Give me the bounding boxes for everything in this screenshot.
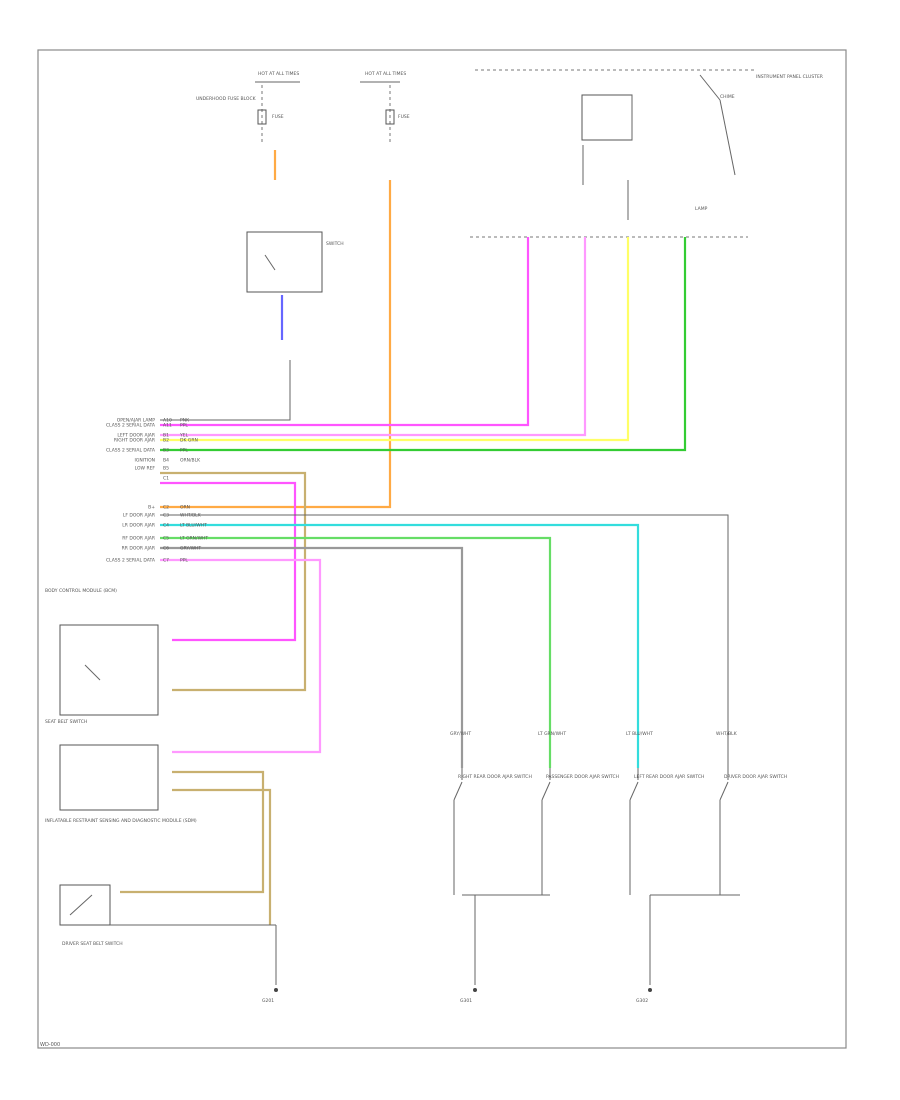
wire-pink-open-lamp xyxy=(160,237,530,427)
ground-label-g302: G302 xyxy=(636,998,648,1004)
wire-lightgreen-rf-door xyxy=(160,536,552,768)
bcm-pin-number: B1 xyxy=(163,433,169,439)
bcm-pin-number: C2 xyxy=(163,505,169,511)
left-modules: BODY CONTROL MODULE (BCM) SEAT BELT SWIT… xyxy=(45,588,278,1004)
bcm-pin-label: OPEN/AJAR LAMP xyxy=(117,418,156,424)
bcm-pin-number: C4 xyxy=(163,523,169,529)
ground-label-g301: G301 xyxy=(460,998,472,1004)
seat-switch-caption: SEAT BELT SWITCH xyxy=(45,719,87,725)
fuse-label-1: FUSE xyxy=(272,114,284,120)
top-left-power-section: HOT AT ALL TIMES HOT AT ALL TIMES UNDERH… xyxy=(196,71,410,293)
ground-label-g201: G201 xyxy=(262,998,274,1004)
bcm-pin-color: LT GRN/WHT xyxy=(180,536,208,542)
top-right-ipc-section: INSTRUMENT PANEL CLUSTER CHIME LAMP xyxy=(470,69,823,238)
wire-green-right-door xyxy=(160,237,687,452)
door-switch-caption: PASSENGER DOOR AJAR SWITCH xyxy=(546,774,619,780)
driver-buckle-box xyxy=(59,884,111,926)
door-switch-group: RIGHT REAR DOOR AJAR SWITCH GRY/WHT PASSEN… xyxy=(450,731,787,895)
sdm-box xyxy=(59,744,159,811)
wire-orange-b-plus xyxy=(160,180,392,509)
bcm-pin-label: B+ xyxy=(148,505,155,511)
bcm-pin-color: LT BLU/WHT xyxy=(180,523,207,529)
bcm-pin-number: C1 xyxy=(163,476,169,482)
lamp-label: LAMP xyxy=(695,206,708,212)
bcm-pin-label: LOW REF xyxy=(135,466,156,472)
bcm-pin-number: C7 xyxy=(163,558,169,564)
bcm-pin-color: PPL xyxy=(180,423,188,429)
door-ajar-switch: DRIVER DOOR AJAR SWITCH WHT/BLK xyxy=(716,731,787,895)
bcm-pin-color: PPL xyxy=(180,448,188,454)
bcm-pin-color: GRY/WHT xyxy=(180,546,201,552)
ipc-label: INSTRUMENT PANEL CLUSTER xyxy=(756,74,823,80)
buckle-caption: DRIVER SEAT BELT SWITCH xyxy=(62,941,123,947)
bcm-pin-number: B2 xyxy=(163,438,169,444)
bcm-pin-number: A10 xyxy=(163,418,172,424)
door-switch-caption: LEFT REAR DOOR AJAR SWITCH xyxy=(634,774,704,780)
bcm-pin-number: C6 xyxy=(163,546,169,552)
door-switch-wire-color: LT BLU/WHT xyxy=(626,731,653,737)
hot-label-2: HOT AT ALL TIMES xyxy=(365,71,406,77)
wire-tan-low-ref xyxy=(160,471,307,692)
bcm-pin-color: YEL xyxy=(179,433,189,439)
wire-yellow-left-door xyxy=(160,237,630,442)
switch-label: SWITCH xyxy=(326,241,344,247)
bcm-pin-label: RF DOOR AJAR xyxy=(122,536,155,542)
bcm-pin-label: LR DOOR AJAR xyxy=(122,523,155,529)
ignition-switch-box xyxy=(246,231,323,293)
wire-pink-class2-sdm xyxy=(160,558,322,754)
bcm-pin-label: IGNITION xyxy=(135,458,156,464)
fuse-label-2: FUSE xyxy=(398,114,410,120)
seat-belt-switch-box xyxy=(59,624,159,716)
wire-tan-buckle-2 xyxy=(172,788,272,925)
wire-pink-seat-switch xyxy=(160,481,297,642)
door-ajar-switch: RIGHT REAR DOOR AJAR SWITCH GRY/WHT xyxy=(450,731,532,895)
bcm-pin-number: B3 xyxy=(163,448,169,454)
bcm-pin-label: RR DOOR AJAR xyxy=(122,546,155,552)
chime-label: CHIME xyxy=(720,94,735,100)
bcm-caption: BODY CONTROL MODULE (BCM) xyxy=(45,588,117,594)
door-ajar-switch: LEFT REAR DOOR AJAR SWITCH LT BLU/WHT xyxy=(626,731,704,895)
wire-cyan-lr-door xyxy=(160,523,640,768)
bcm-pin-number: C3 xyxy=(163,513,169,519)
bcm-pin-color: ORN/BLK xyxy=(180,458,201,464)
bcm-pin-label: CLASS 2 SERIAL DATA xyxy=(106,558,156,564)
wire-lightpink-data xyxy=(160,237,587,437)
door-switch-wire-color: WHT/BLK xyxy=(716,731,738,737)
wire-gray-rr-door xyxy=(160,546,464,768)
door-ajar-switch: PASSENGER DOOR AJAR SWITCH LT GRN/WHT xyxy=(538,731,619,895)
bcm-pin-color: PNK xyxy=(180,418,190,424)
bcm-pin-label: LF DOOR AJAR xyxy=(123,513,155,519)
bcm-pin-list: OPEN/AJAR LAMP A10 PNK CLASS 2 SERIAL DATA A… xyxy=(106,418,208,564)
sdm-caption: INFLATABLE RESTRAINT SENSING AND DIAGNOS… xyxy=(45,818,197,824)
bcm-pin-number: B5 xyxy=(163,466,169,472)
door-switch-wire-color: LT GRN/WHT xyxy=(538,731,566,737)
bottom-grounds: G301 G302 xyxy=(460,894,740,1004)
wire-tan-buckle-1 xyxy=(120,770,265,894)
hot-label-1: HOT AT ALL TIMES xyxy=(258,71,299,77)
bcm-pin-label: LEFT DOOR AJAR xyxy=(117,433,155,439)
door-switch-wire-color: GRY/WHT xyxy=(450,731,471,737)
bcm-pin-label: RIGHT DOOR AJAR xyxy=(114,438,155,444)
wire-ignition-to-bcm xyxy=(160,360,291,421)
bcm-pin-color: PPL xyxy=(180,558,188,564)
door-switch-caption: DRIVER DOOR AJAR SWITCH xyxy=(724,774,787,780)
footer-code: WD-000 xyxy=(40,1042,60,1048)
underhood-fuse-block-label: UNDERHOOD FUSE BLOCK xyxy=(196,96,257,102)
bcm-pin-color: DK GRN xyxy=(180,438,198,444)
bcm-pin-number: B4 xyxy=(163,458,169,464)
wire-white-lf-door xyxy=(160,514,729,768)
bcm-pin-number: A11 xyxy=(163,423,172,429)
wire-harness xyxy=(120,150,729,925)
bcm-pin-label: CLASS 2 SERIAL DATA xyxy=(106,448,156,454)
bcm-pin-label: CLASS 2 SERIAL DATA xyxy=(106,423,156,429)
bcm-pin-color: ORN xyxy=(180,505,190,511)
door-switch-caption: RIGHT REAR DOOR AJAR SWITCH xyxy=(458,774,532,780)
bcm-pin-number: C5 xyxy=(163,536,169,542)
bcm-pin-color: WHT/BLK xyxy=(180,513,202,519)
diagram-frame xyxy=(37,49,847,1049)
